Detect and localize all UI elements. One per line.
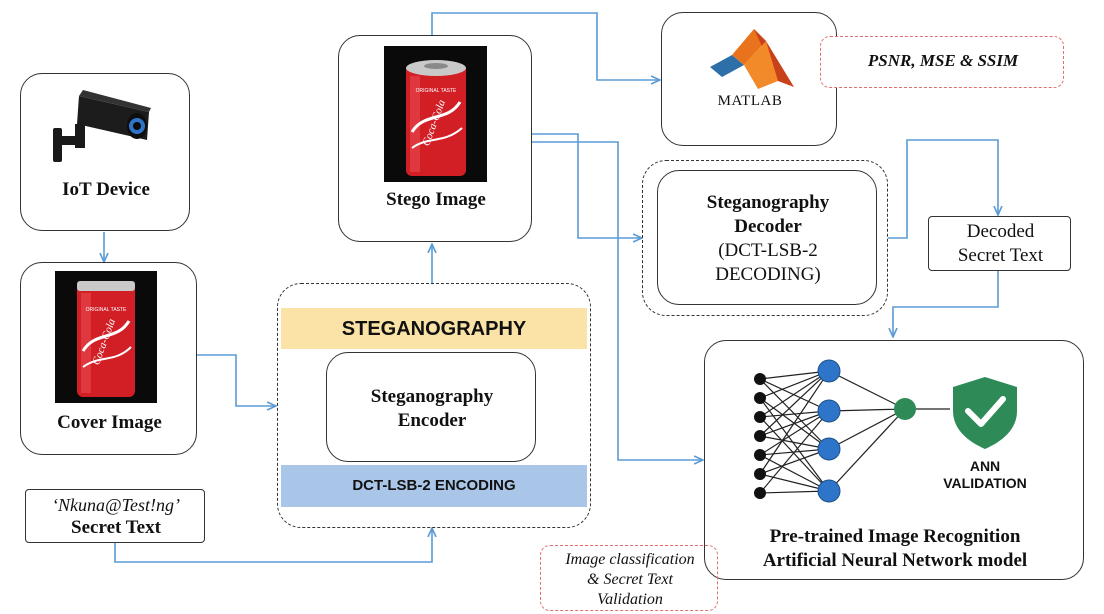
decoded-secret-text-box: Decoded Secret Text (928, 216, 1071, 271)
stego-can-photo: ORIGINAL TASTE Coca-Cola (384, 46, 487, 182)
decoder-dashed-frame (642, 160, 888, 316)
ann-title-line1: Pre-trained Image Recognition (769, 526, 1021, 547)
secret-text-label: Secret Text (71, 517, 161, 538)
decoder-title-line1: Steganography (706, 192, 830, 213)
neural-network-diagram (754, 359, 1017, 503)
decoded-line2: Secret Text (957, 245, 1044, 266)
input-node (754, 430, 766, 442)
arrow-stego-to-decoder (532, 133, 642, 238)
cover-can-tag: ORIGINAL TASTE (86, 307, 127, 313)
arrow-secret-to-encoder (114, 528, 432, 563)
validation-line2: & Secret Text (587, 571, 673, 588)
encoding-footer-band (281, 465, 587, 507)
hidden-node (817, 399, 841, 423)
decoded-line1: Decoded (966, 221, 1035, 242)
arrow-stego-to-matlab (431, 12, 660, 80)
input-node (754, 411, 766, 423)
input-node (754, 392, 766, 404)
decoder-title-line2: Decoder (734, 216, 802, 237)
stego-image-label: Stego Image (386, 189, 486, 210)
steganography-header-band (281, 308, 587, 349)
soda-can-icon: ORIGINAL TASTE Coca-Cola (55, 271, 157, 403)
iot-device-label: IoT Device (62, 179, 150, 200)
soda-can-icon: ORIGINAL TASTE Coca-Cola (384, 46, 487, 182)
cover-image-box: ORIGINAL TASTE Coca-Cola Cover Image (20, 262, 197, 455)
matlab-logo-icon (710, 29, 794, 89)
ann-model-box: ANN VALIDATION Pre-trained Image Recogni… (704, 340, 1084, 580)
hidden-node (817, 359, 841, 383)
stego-can-tag: ORIGINAL TASTE (416, 88, 457, 94)
cover-image-label: Cover Image (57, 412, 162, 433)
cover-can-photo: ORIGINAL TASTE Coca-Cola (55, 271, 157, 403)
steganography-encoder-box: Steganography Encoder (326, 352, 536, 462)
decoder-method-line1: (DCT-LSB-2 (718, 240, 818, 261)
ann-badge-line1: ANN (969, 458, 1001, 474)
shield-check-icon (953, 377, 1017, 449)
arrow-cover-to-encoder (197, 354, 276, 406)
stego-image-box: ORIGINAL TASTE Coca-Cola Stego Image (338, 35, 532, 242)
matlab-box: MATLAB (661, 12, 837, 146)
secret-text-box: ‘Nkuna@Test!ng’ Secret Text (25, 489, 205, 543)
steganography-dashed-frame (277, 283, 591, 528)
encoder-title-line1: Steganography (370, 386, 494, 407)
steganography-header-label: STEGANOGRAPHY (341, 318, 527, 340)
hidden-node (817, 437, 841, 461)
metrics-label: PSNR, MSE & SSIM (867, 51, 1019, 70)
decoder-method-line2: DECODING) (715, 264, 821, 285)
ann-title-line2: Artificial Neural Network model (762, 550, 1028, 571)
output-node (894, 398, 916, 420)
arrow-stego-to-ann (532, 141, 703, 460)
arrow-decoded-to-ann (893, 271, 999, 337)
input-node (754, 468, 766, 480)
validation-note: Image classification & Secret Text Valid… (540, 545, 718, 611)
matlab-label: MATLAB (717, 93, 783, 109)
secret-text-value: ‘Nkuna@Test!ng’ (52, 495, 180, 515)
metrics-note: PSNR, MSE & SSIM (820, 36, 1064, 88)
arrow-decoder-to-decoded (888, 139, 998, 239)
input-node (754, 487, 766, 499)
ann-badge-line2: VALIDATION (943, 475, 1027, 491)
hidden-node (817, 479, 841, 503)
validation-line1: Image classification (565, 551, 695, 568)
input-node (754, 449, 766, 461)
encoder-title-line2: Encoder (397, 410, 467, 431)
iot-device-box: IoT Device (20, 73, 190, 231)
validation-line3: Validation (597, 591, 663, 608)
cctv-camera-icon (53, 90, 151, 162)
encoding-footer-label: DCT-LSB-2 ENCODING (352, 477, 516, 494)
input-node (754, 373, 766, 385)
steganography-decoder-box: Steganography Decoder (DCT-LSB-2 DECODIN… (657, 170, 877, 305)
